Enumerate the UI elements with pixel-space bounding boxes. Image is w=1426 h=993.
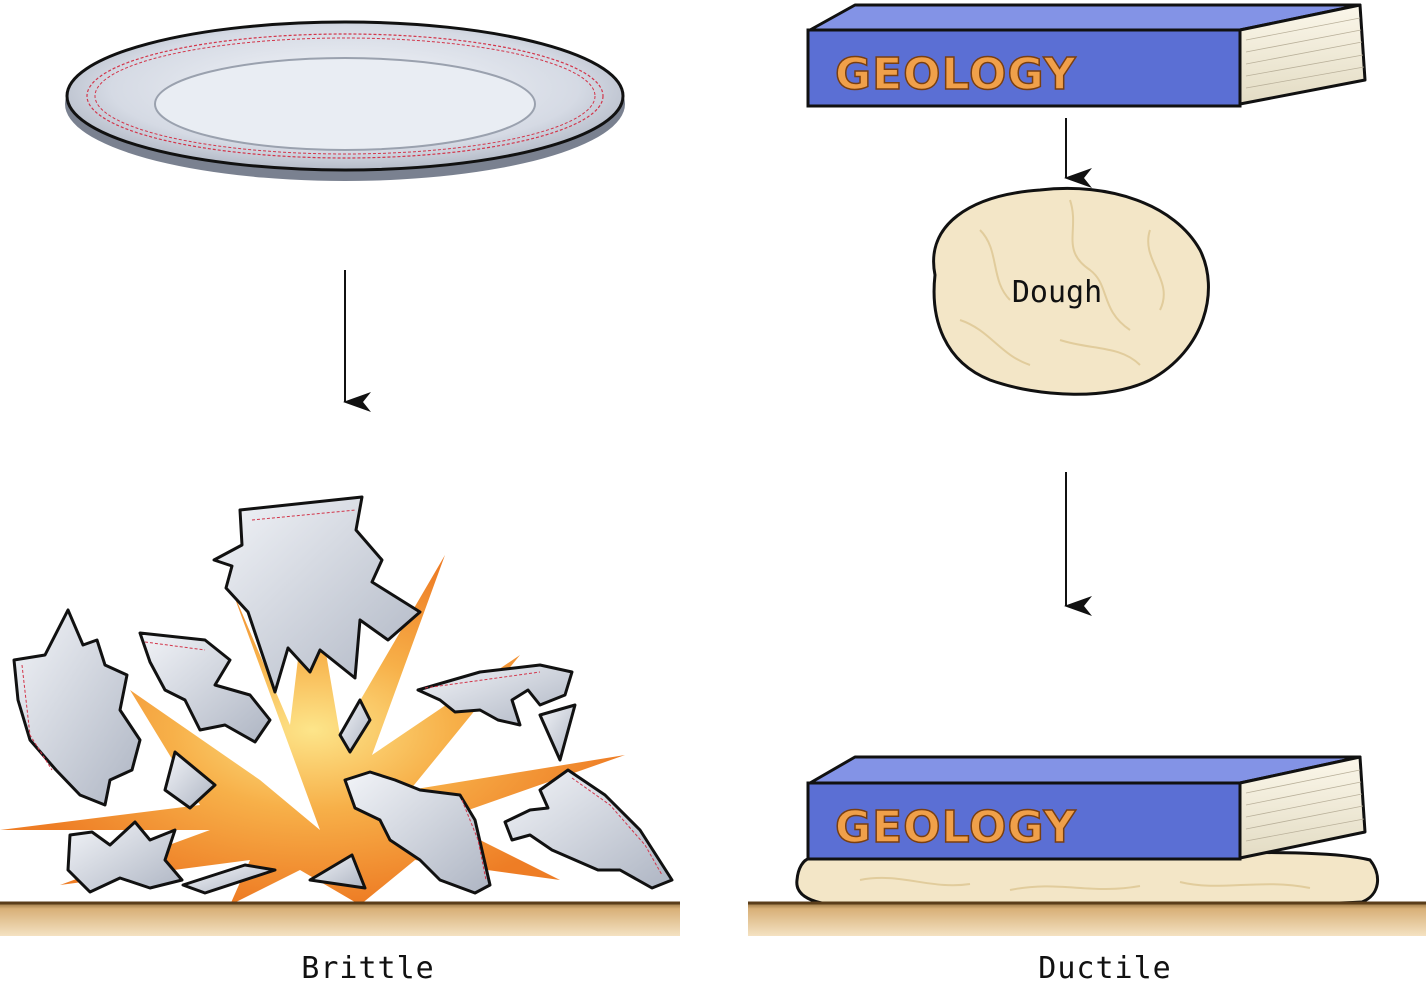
caption-brittle: Brittle [301,951,434,986]
ground-right [748,901,1426,936]
burst-icon [0,555,625,905]
dough-icon: Dough [932,186,1210,396]
caption-ductile: Ductile [1038,951,1171,986]
shards-icon [12,495,674,895]
ground-left [0,901,680,936]
book-title-top: GEOLOGY [835,49,1077,100]
book-icon-bottom: GEOLOGY [806,755,1367,861]
book-title-bottom: GEOLOGY [835,802,1077,853]
plate-icon [65,20,625,181]
dough-label: Dough [1012,275,1102,310]
book-icon: GEOLOGY [806,3,1367,108]
